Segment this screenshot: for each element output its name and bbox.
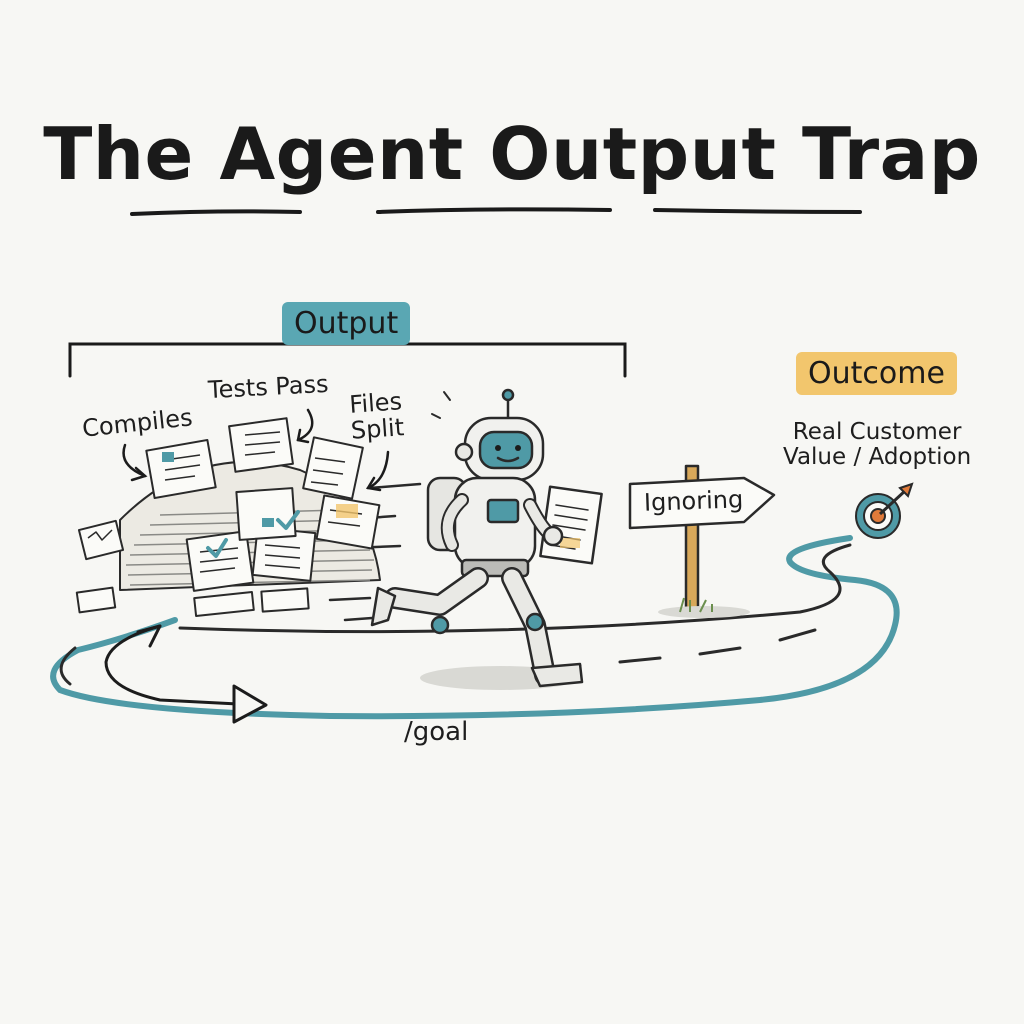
files-split-line-2: Split (349, 413, 406, 446)
outcome-tag: Outcome (796, 352, 957, 395)
sign-label: Ignoring (643, 485, 744, 517)
loop-arrow (104, 624, 268, 724)
target-icon (855, 482, 914, 539)
check-icon (206, 510, 300, 558)
paper-pile (75, 417, 381, 617)
dart-icon (878, 482, 914, 516)
output-tag: Output (282, 302, 411, 345)
label-arrows (122, 408, 390, 492)
real-value-label: Real Customer Value / Adoption (783, 419, 972, 471)
title-underline (130, 207, 862, 216)
real-value-line-2: Value / Adoption (783, 444, 972, 471)
real-value-line-1: Real Customer (792, 419, 962, 445)
goal-label: /goal (404, 717, 469, 747)
robot-icon (370, 388, 603, 690)
signpost-icon (628, 464, 776, 618)
files-split-label: Files Split (348, 387, 406, 446)
page-title: The Agent Output Trap (43, 112, 981, 196)
output-bracket (68, 342, 627, 378)
tests-pass-label: Tests Pass (207, 369, 330, 405)
